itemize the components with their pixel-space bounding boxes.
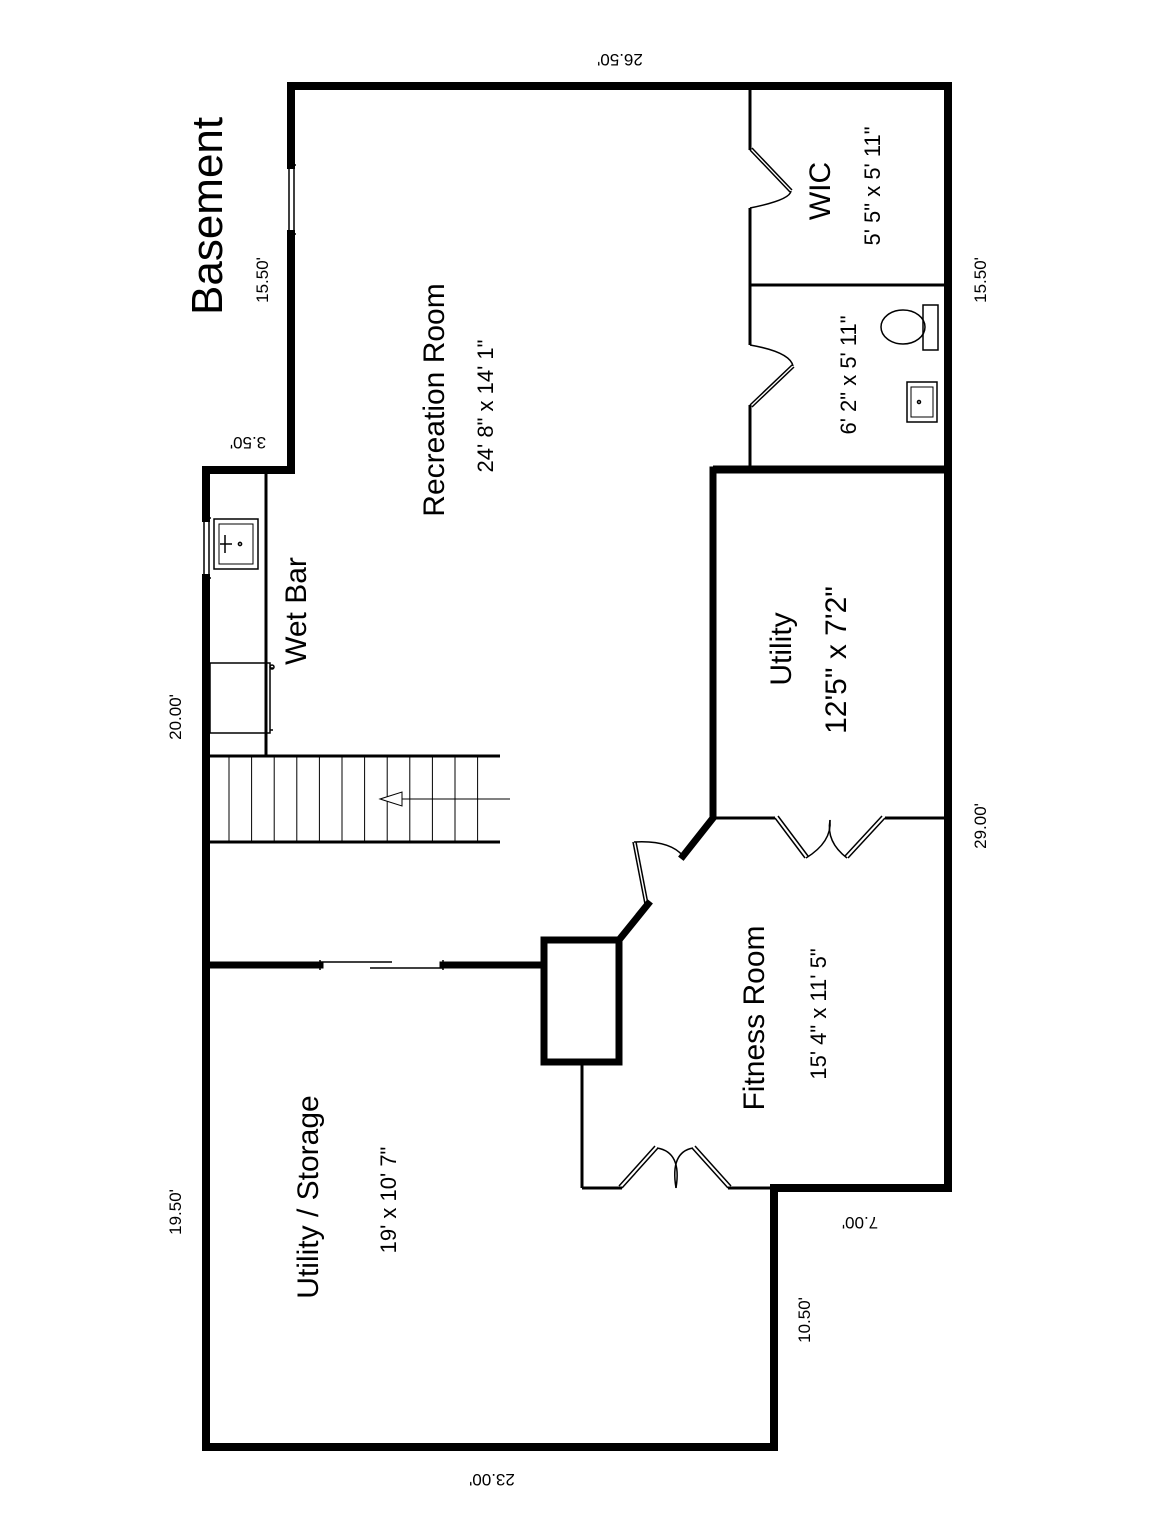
- measure-top: 26.50': [597, 50, 643, 69]
- storage-dims: 19' x 10' 7": [376, 1147, 401, 1254]
- exterior-walls: [202, 82, 952, 1451]
- door-storage[interactable]: [618, 1145, 732, 1189]
- recreation-room-name: Recreation Room: [418, 283, 451, 516]
- doors: [618, 147, 886, 1189]
- measure-left-upper: 15.50': [253, 257, 272, 303]
- interior-walls-thick: [202, 466, 952, 1066]
- fitness-room-dims: 15' 4" x 11' 5": [806, 948, 831, 1079]
- measure-bottom: 23.00': [469, 1470, 515, 1489]
- wic-name: WIC: [804, 162, 837, 220]
- measure-right-middle: 29.00': [971, 803, 990, 849]
- recreation-room-dims: 24' 8" x 14' 1": [473, 340, 498, 473]
- utility-name: Utility: [765, 612, 798, 685]
- storage-name: Utility / Storage: [292, 1095, 325, 1298]
- measure-right-step: 7.00': [842, 1213, 878, 1232]
- bath-sink: [906, 381, 938, 423]
- wetbar-name: Wet Bar: [280, 557, 313, 665]
- utility-dims: 12'5" x 7'2": [820, 586, 853, 734]
- stairs-arrow: [378, 791, 510, 807]
- measure-left-step: 3.50': [230, 433, 266, 452]
- wic-dims: 5' 5" x 5' 11": [860, 126, 885, 245]
- wetbar-appliance: [209, 662, 275, 734]
- measure-right-lower: 10.50': [795, 1297, 814, 1343]
- window-left-wetbar: [202, 517, 211, 579]
- door-bath[interactable]: [749, 344, 795, 408]
- door-utility[interactable]: [774, 815, 886, 859]
- window-left-upper: [287, 164, 296, 235]
- fitness-room-name: Fitness Room: [738, 925, 771, 1110]
- bath-dims: 6' 2" x 5' 11": [836, 315, 861, 434]
- door-wic[interactable]: [749, 147, 793, 209]
- sliding-door-storage[interactable]: [319, 960, 444, 970]
- plan-title: Basement: [183, 117, 232, 315]
- measure-left-middle: 20.00': [166, 694, 185, 740]
- toilet: [880, 304, 939, 351]
- measure-left-lower: 19.50': [166, 1189, 185, 1235]
- wetbar-sink: [213, 518, 259, 570]
- measure-right-upper: 15.50': [971, 257, 990, 303]
- door-fitness[interactable]: [632, 841, 684, 905]
